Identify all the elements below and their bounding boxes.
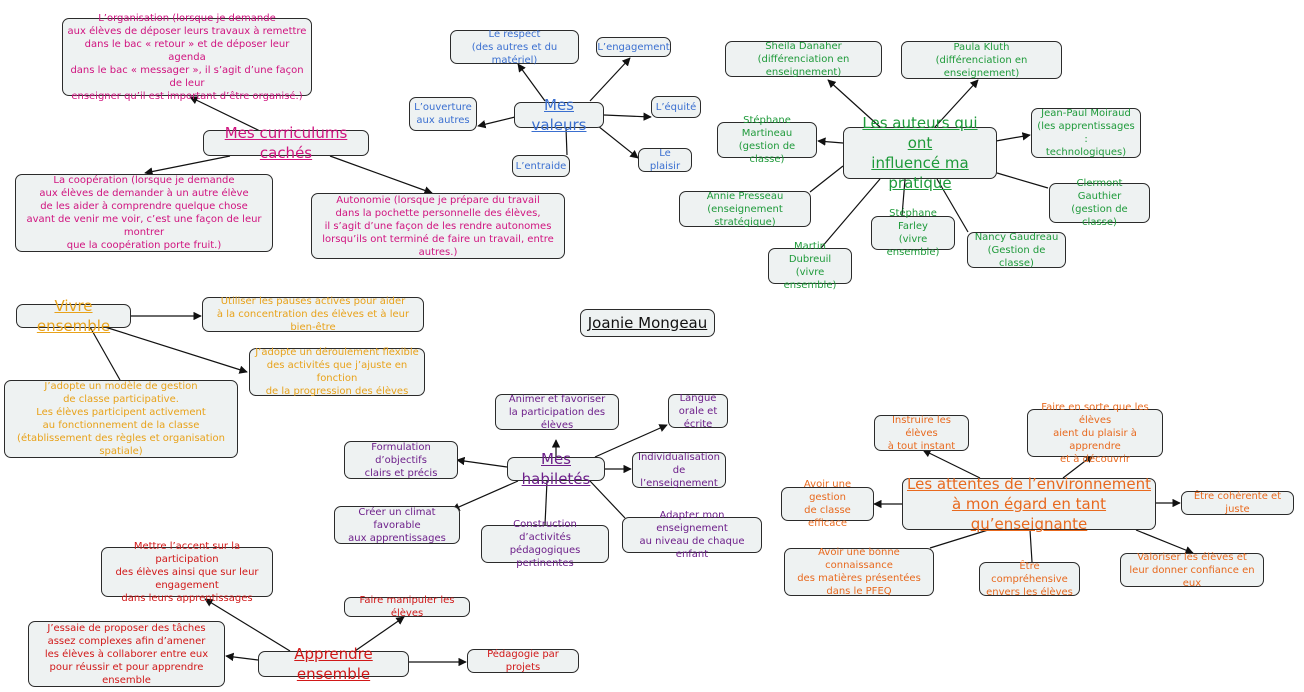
apprendre-node: Pédagogie par projets <box>467 649 579 673</box>
curriculums-node: L’organisation (lorsque je demande aux é… <box>62 13 312 102</box>
attentes-node: Avoir une gestion de classe efficace <box>781 479 874 529</box>
habiletes-node: Créer un climat favorable aux apprentiss… <box>334 506 460 544</box>
valeurs-node: L’équité <box>651 96 701 118</box>
auteurs-node: Sheila Danaher (différenciation en ensei… <box>725 41 882 78</box>
valeurs-node: L’engagement <box>596 37 671 57</box>
attentes-hub: Les attentes de l’environnement à mon ég… <box>902 475 1156 533</box>
auteurs-node: Jean-Paul Moiraud (les apprentissages : … <box>1031 108 1141 158</box>
habiletes-node: Formulation d’objectifs clairs et précis <box>344 441 458 479</box>
auteurs-node: Paula Kluth (différenciation en enseigne… <box>901 41 1062 79</box>
valeurs-node: Le plaisir <box>638 148 692 172</box>
vivre-node: J’adopte un déroulement flexible des act… <box>249 347 425 397</box>
curriculums-node: Autonomie (lorsque je prépare du travail… <box>311 193 565 259</box>
apprendre-node: Faire manipuler les élèves <box>344 595 470 619</box>
attentes-node: Instruire les élèves à tout instant <box>874 415 969 452</box>
auteurs-node: Nancy Gaudreau (Gestion de classe) <box>967 232 1066 269</box>
apprendre-node: Mettre l’accent sur la participation des… <box>101 541 273 604</box>
habiletes-hub: Mes habiletés <box>507 450 605 488</box>
auteurs-node: Stéphane Martineau (gestion de classe) <box>717 115 817 165</box>
auteurs-node: Stéphane Farley (vivre ensemble) <box>871 208 955 258</box>
attentes-node: Faire en sorte que les élèves aient du p… <box>1027 402 1163 465</box>
vivre-hub: Vivre ensemble <box>16 297 131 335</box>
habiletes-node: Construction d’activités pédagogiques pe… <box>481 519 609 569</box>
central-title: Joanie Mongeau <box>580 309 715 337</box>
auteurs-node: Martin Dubreuil (vivre ensemble) <box>768 241 852 291</box>
attentes-node: Être cohérente et juste <box>1181 491 1294 515</box>
habiletes-node: Animer et favoriser la participation des… <box>495 394 619 431</box>
habiletes-node: Individualisation de l’enseignement <box>632 452 726 489</box>
curriculums-node: La coopération (lorsque je demande aux é… <box>15 174 273 252</box>
curriculums-hub: Mes curriculums cachés <box>203 124 369 162</box>
attentes-node: Avoir une bonne connaissance des matière… <box>784 547 934 597</box>
valeurs-node: Le respect (des autres et du matériel) <box>450 29 579 66</box>
attentes-node: Valoriser les élèves et leur donner conf… <box>1120 552 1264 589</box>
auteurs-node: Clermont Gauthier (gestion de classe) <box>1049 178 1150 228</box>
valeurs-node: L’entraide <box>512 155 570 177</box>
auteurs-hub: Les auteurs qui ont influencé ma pratiqu… <box>843 114 997 192</box>
vivre-node: J’adopte un modèle de gestion de classe … <box>4 380 238 458</box>
valeurs-node: L’ouverture aux autres <box>409 97 477 131</box>
apprendre-node: J’essaie de proposer des tâches assez co… <box>28 621 225 687</box>
habiletes-node: Langue orale et écrite <box>668 393 728 430</box>
habiletes-node: Adapter mon enseignement au niveau de ch… <box>622 510 762 560</box>
valeurs-hub: Mes valeurs <box>514 96 604 134</box>
apprendre-hub: Apprendre ensemble <box>258 645 409 683</box>
attentes-node: Être compréhensive envers les élèves <box>979 561 1080 598</box>
auteurs-node: Annie Presseau (enseignement stratégique… <box>679 191 811 228</box>
vivre-node: Utiliser les pauses actives pour aider à… <box>202 296 424 333</box>
